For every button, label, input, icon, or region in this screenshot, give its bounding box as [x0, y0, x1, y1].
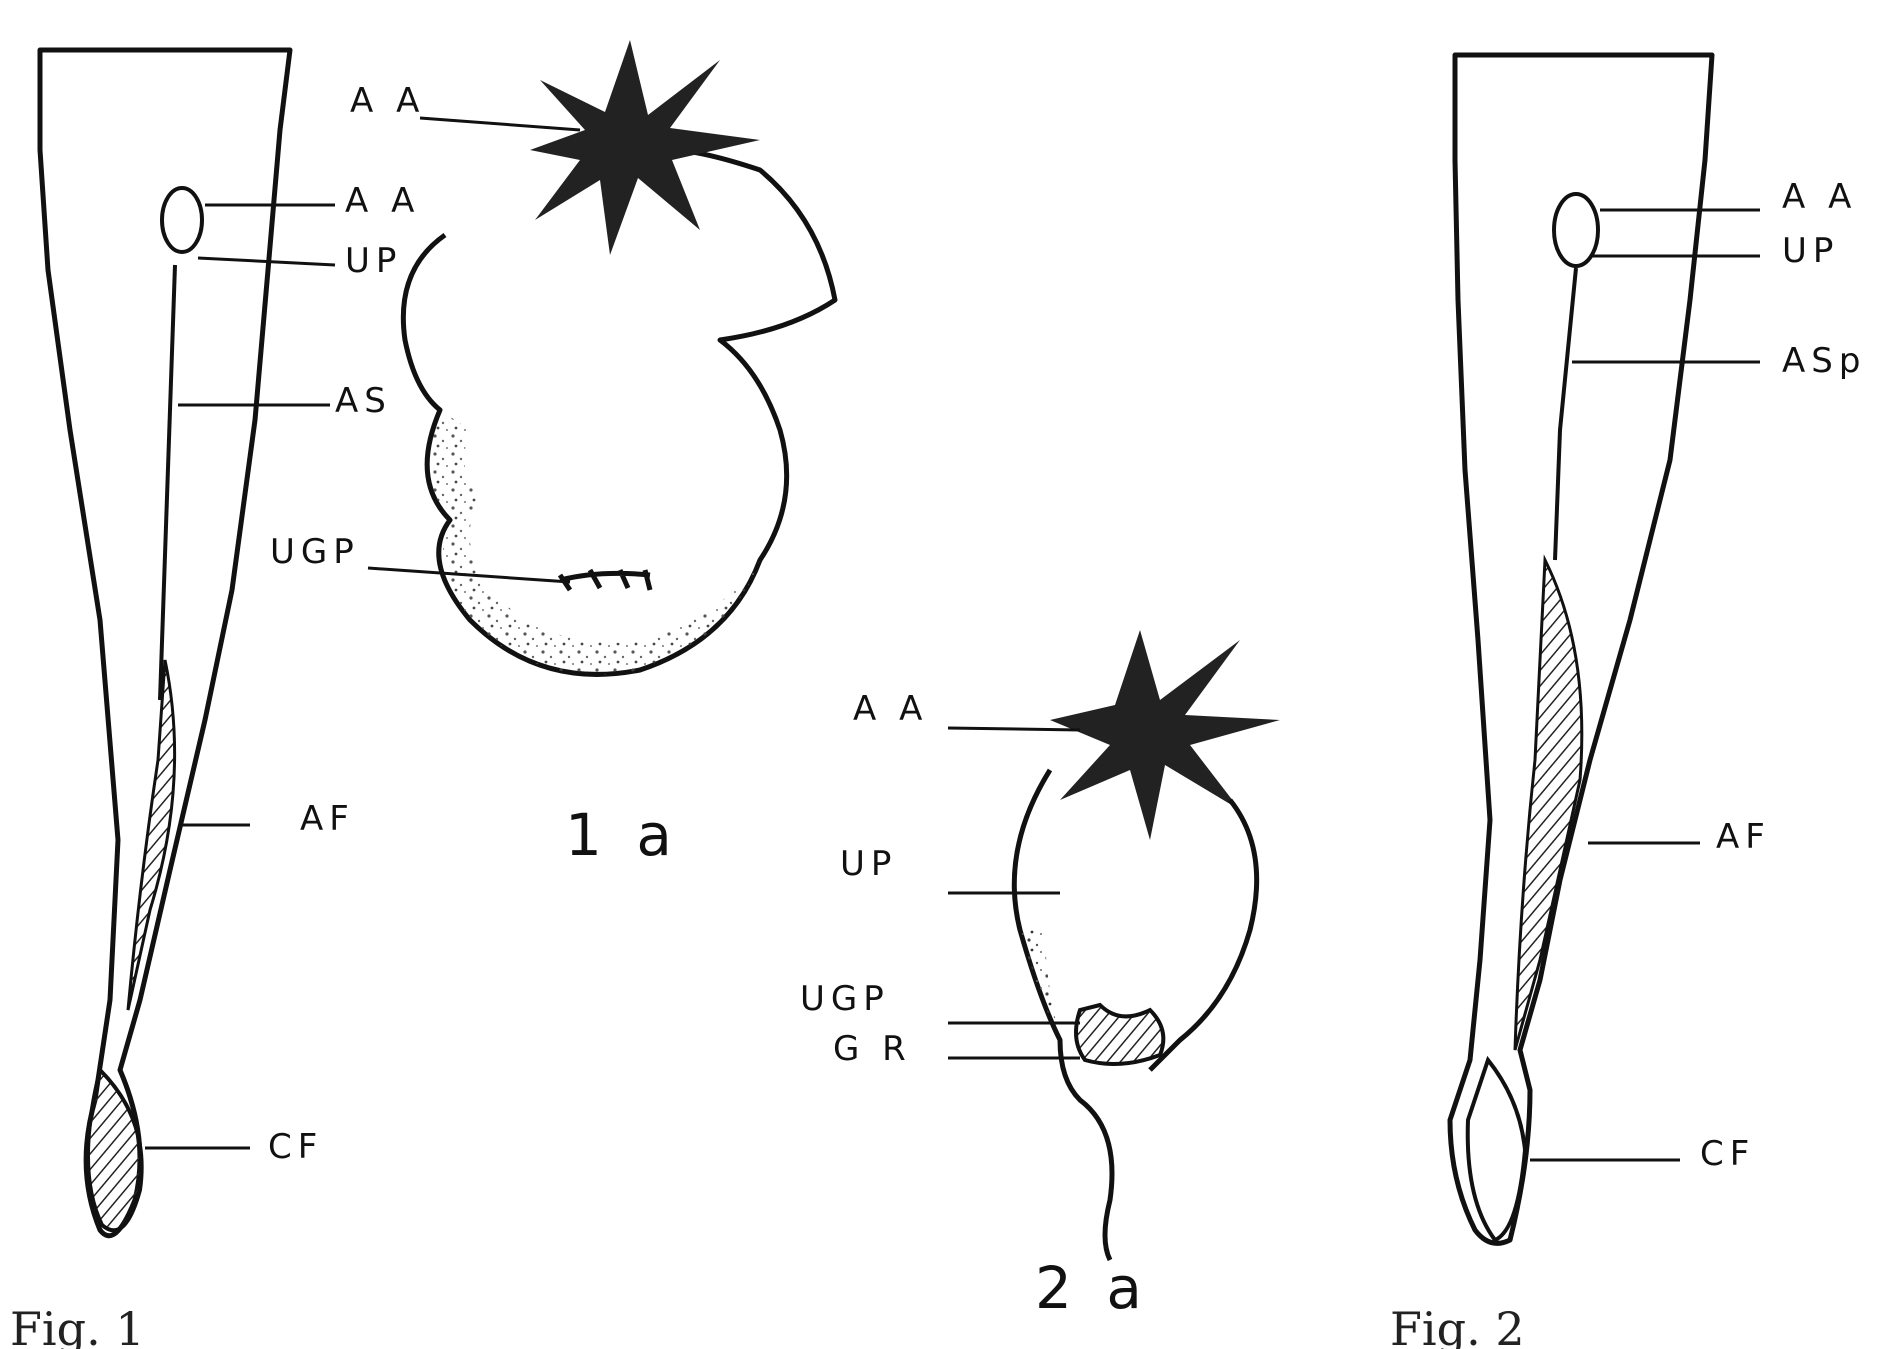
fig1-anal-aperture [162, 188, 202, 252]
fig1a-label-ugp: UGP [270, 532, 360, 572]
fig2-label-cf: CF [1700, 1134, 1755, 1174]
fig1a-detail [403, 40, 835, 674]
fig2a-label-up: UP [840, 844, 897, 884]
fig2-label-up: UP [1782, 231, 1839, 271]
fig1a-urogenital-slit [560, 570, 650, 590]
fig1a-anal-aperture-star [530, 40, 760, 255]
fig2-caption: Fig. 2 [1390, 1302, 1525, 1349]
fig1-ventral-line [160, 265, 175, 700]
fig1-label-as: AS [335, 381, 392, 421]
fig2-label-af: AF [1716, 817, 1771, 857]
fig2a-urogenital-papilla [1076, 1005, 1163, 1064]
fig1-caudal-fin [88, 1070, 142, 1230]
fig1a-label-aa: A A [350, 81, 425, 121]
fig2a-label-aa: A A [853, 689, 928, 729]
fig1-label-cf: CF [268, 1127, 323, 1167]
fig2-label-aa: A A [1782, 177, 1857, 217]
fig1-label-af: AF [300, 799, 355, 839]
fig2-anal-aperture [1554, 194, 1598, 266]
fig1-specimen [40, 50, 290, 1236]
fig1-label-aa: A A [345, 181, 420, 221]
fig2-anal-fin [1515, 560, 1582, 1050]
fig2a-anal-aperture-star [1050, 630, 1280, 840]
fig2a-label-gr: G R [833, 1029, 912, 1069]
fig2-specimen [1450, 55, 1712, 1243]
fig1a-caption: 1 a [565, 801, 680, 869]
fig2a-detail [1014, 630, 1280, 1260]
fig2a-label-ugp: UGP [800, 979, 890, 1019]
fig2-ventral-line [1555, 268, 1576, 560]
fig2-label-asp: ASp [1782, 341, 1866, 381]
fig1-label-up: UP [345, 241, 402, 281]
fig2a-caption: 2 a [1035, 1254, 1150, 1322]
fig1-caption: Fig. 1 [10, 1302, 145, 1349]
